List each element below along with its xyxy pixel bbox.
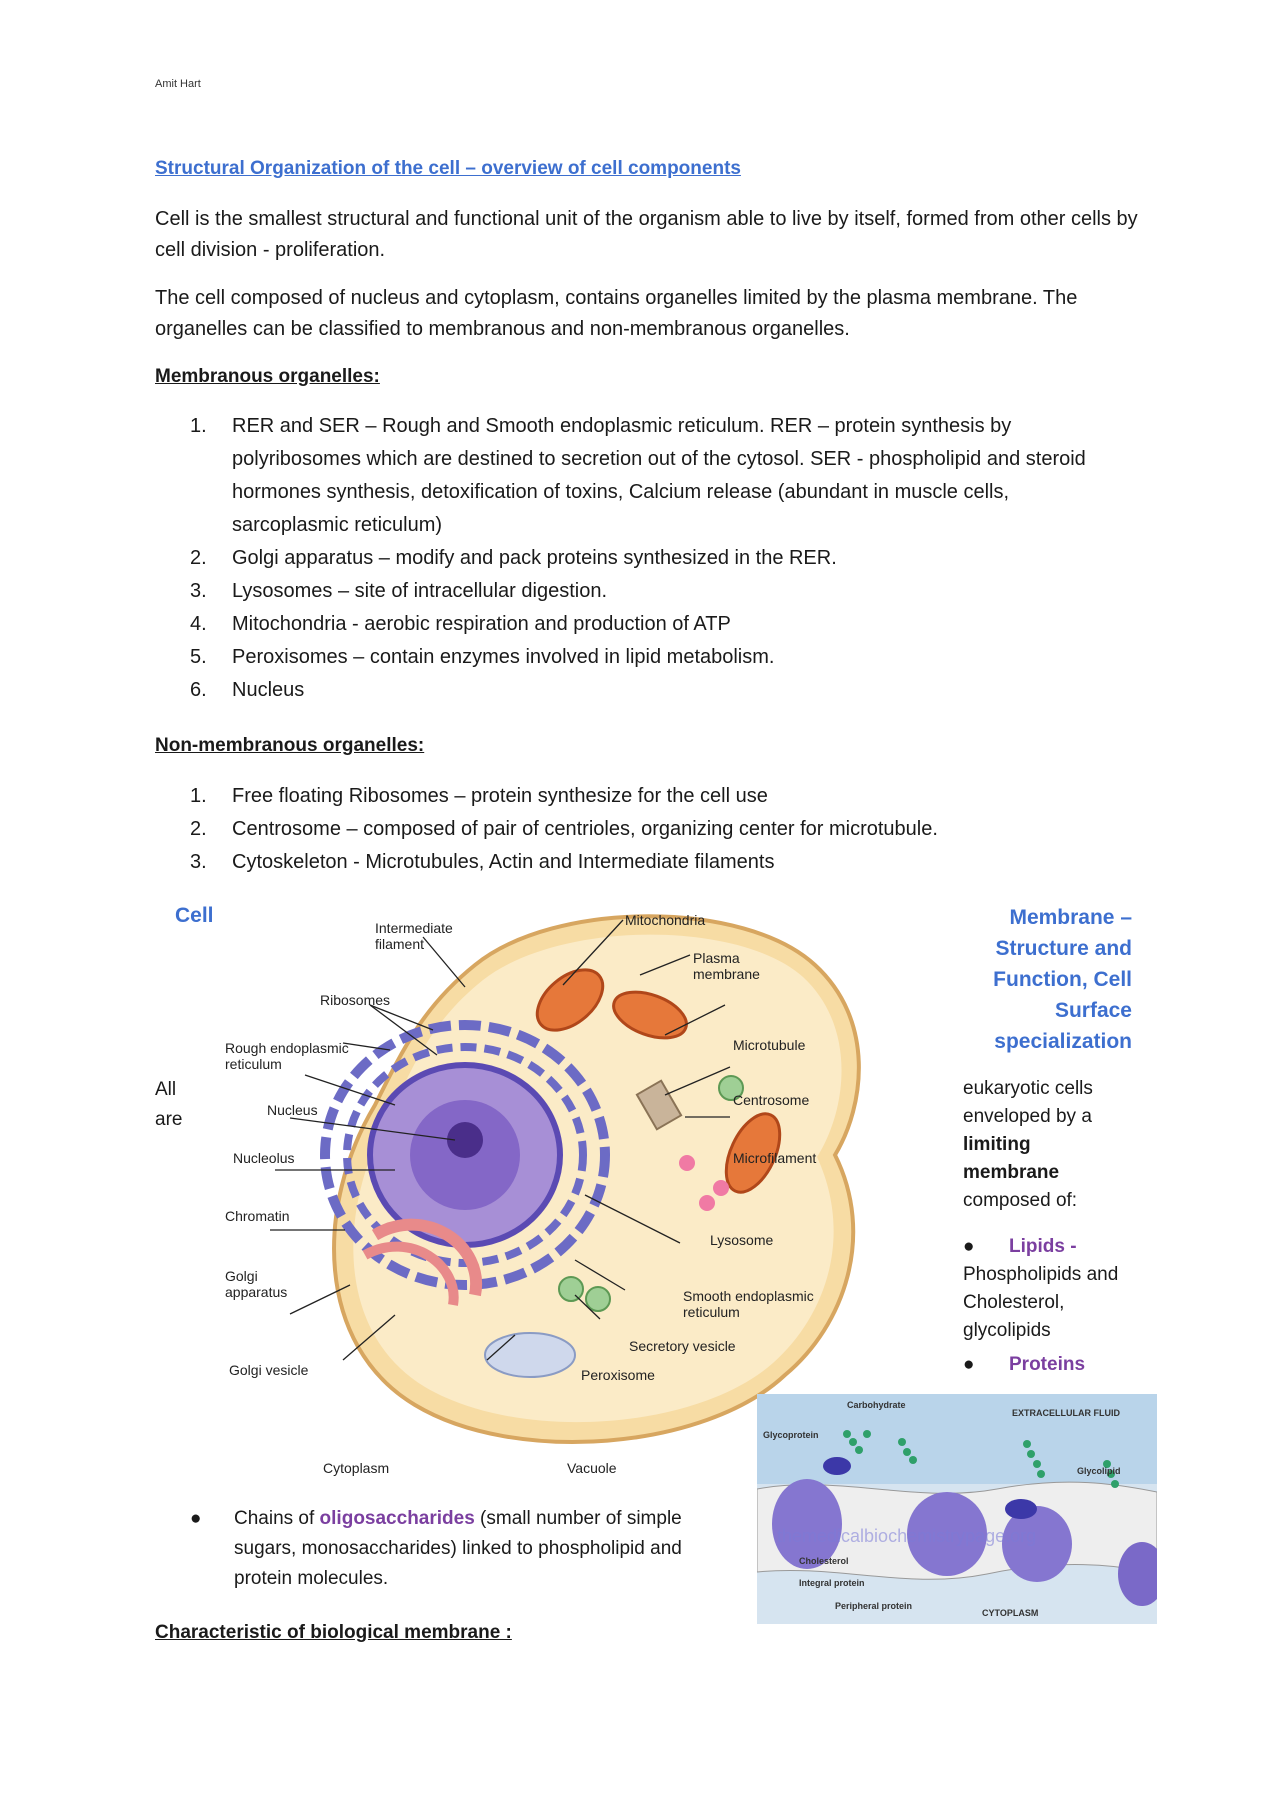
label-secretory-vesicle: Secretory vesicle xyxy=(629,1338,736,1354)
intro-paragraph-2: The cell composed of nucleus and cytopla… xyxy=(155,287,1078,340)
list-item: 1.Free floating Ribosomes – protein synt… xyxy=(190,785,768,807)
label-ribosomes: Ribosomes xyxy=(320,992,390,1008)
list-item: 5.Peroxisomes – contain enzymes involved… xyxy=(190,646,775,668)
mitochondrion xyxy=(612,990,688,1040)
label-smooth-er: Smooth endoplasmic xyxy=(683,1288,814,1304)
label-peroxisome: Peroxisome xyxy=(581,1367,655,1383)
svg-text:membrane: membrane xyxy=(693,966,760,982)
list-item: 1.RER and SER – Rough and Smooth endopla… xyxy=(190,415,1086,536)
svg-text:apparatus: apparatus xyxy=(225,1284,287,1300)
golgi xyxy=(371,1218,483,1297)
peroxisome xyxy=(558,1276,584,1302)
non-membranous-list: 1.Free floating Ribosomes – protein synt… xyxy=(190,780,1120,879)
non-membranous-heading: Non-membranous organelles: xyxy=(155,735,425,756)
label-nucleolus: Nucleolus xyxy=(233,1150,294,1166)
label-plasma-membrane: Plasma xyxy=(693,950,740,966)
chains-bullet: ● Chains of oligosaccharides (small numb… xyxy=(190,1508,682,1589)
label-lysosome: Lysosome xyxy=(710,1232,774,1248)
characteristic-heading: Characteristic of biological membrane : xyxy=(155,1622,512,1643)
label-centrosome: Centrosome xyxy=(733,1092,809,1108)
label-nucleus: Nucleus xyxy=(267,1102,318,1118)
label-microtubule: Microtubule xyxy=(733,1037,806,1053)
label-glycolipid: Glycolipid xyxy=(1077,1466,1121,1476)
centrosome xyxy=(635,1079,683,1131)
cell-diagram: Mitochondria Intermediate filament Plasm… xyxy=(225,912,861,1476)
membrane-side-text: eukaryotic cells enveloped by a limiting… xyxy=(963,1075,1163,1379)
lipids-bullet: ●Lipids - xyxy=(963,1236,1077,1257)
intro-paragraph-1: Cell is the smallest structural and func… xyxy=(155,208,1138,261)
label-mitochondria: Mitochondria xyxy=(625,912,705,928)
label-extracellular-fluid: EXTRACELLULAR FLUID xyxy=(1012,1408,1120,1418)
author-name: Amit Hart xyxy=(155,78,201,90)
integral-protein xyxy=(907,1492,987,1576)
membranous-heading: Membranous organelles: xyxy=(155,366,380,387)
lysosome xyxy=(699,1195,715,1211)
label-golgi-vesicle: Golgi vesicle xyxy=(229,1362,309,1378)
mitochondrion xyxy=(535,968,605,1032)
label-integral-protein: Integral protein xyxy=(799,1578,865,1588)
svg-text:reticulum: reticulum xyxy=(225,1056,282,1072)
all-are-text: All are xyxy=(155,1079,183,1130)
glycolipid xyxy=(1005,1499,1037,1519)
peroxisome xyxy=(585,1286,611,1312)
integral-protein xyxy=(1002,1506,1072,1582)
lysosome xyxy=(713,1180,729,1196)
list-item: 6.Nucleus xyxy=(190,679,305,701)
vacuole xyxy=(484,1332,576,1378)
membrane-structure-image: Carbohydrate EXTRACELLULAR FLUID Glycopr… xyxy=(757,1394,1157,1624)
proteins-bullet: ●Proteins xyxy=(963,1354,1086,1375)
label-chromatin: Chromatin xyxy=(225,1208,290,1224)
label-microfilament: Microfilament xyxy=(733,1150,816,1166)
label-rough-er: Rough endoplasmic xyxy=(225,1040,349,1056)
label-cholesterol: Cholesterol xyxy=(799,1556,849,1566)
list-item: 2.Centrosome – composed of pair of centr… xyxy=(190,818,938,840)
cell-section-label: Cell xyxy=(175,904,214,927)
list-item: 4.Mitochondria - aerobic respiration and… xyxy=(190,613,731,635)
integral-protein xyxy=(772,1479,842,1569)
membranous-list: 1.RER and SER – Rough and Smooth endopla… xyxy=(190,410,1120,707)
label-cytoplasm: Cytoplasm xyxy=(323,1460,389,1476)
watermark: themedicalbiochemistrypage.org xyxy=(777,1526,1036,1546)
label-vacuole: Vacuole xyxy=(567,1460,617,1476)
list-item: 3.Cytoskeleton - Microtubules, Actin and… xyxy=(190,851,775,873)
membrane-section-title: Membrane – Structure and Function, Cell … xyxy=(993,906,1132,1053)
rough-er xyxy=(320,1020,610,1290)
page-title: Structural Organization of the cell – ov… xyxy=(155,158,741,179)
mitochondrion xyxy=(724,1112,782,1194)
label-peripheral-protein: Peripheral protein xyxy=(835,1601,912,1611)
centrosome-vesicle xyxy=(718,1075,744,1101)
list-item: 2.Golgi apparatus – modify and pack prot… xyxy=(190,547,837,569)
svg-text:reticulum: reticulum xyxy=(683,1304,740,1320)
label-glycoprotein: Glycoprotein xyxy=(763,1430,819,1440)
glycoprotein xyxy=(823,1457,851,1475)
peripheral-protein xyxy=(1118,1542,1157,1606)
list-item: 3.Lysosomes – site of intracellular dige… xyxy=(190,580,607,602)
label-cytoplasm: CYTOPLASM xyxy=(982,1608,1038,1618)
lysosome xyxy=(679,1155,695,1171)
svg-text:filament: filament xyxy=(375,936,424,952)
label-carbohydrate: Carbohydrate xyxy=(847,1400,906,1410)
label-golgi-apparatus: Golgi xyxy=(225,1268,258,1284)
label-intermediate-filament: Intermediate xyxy=(375,920,453,936)
